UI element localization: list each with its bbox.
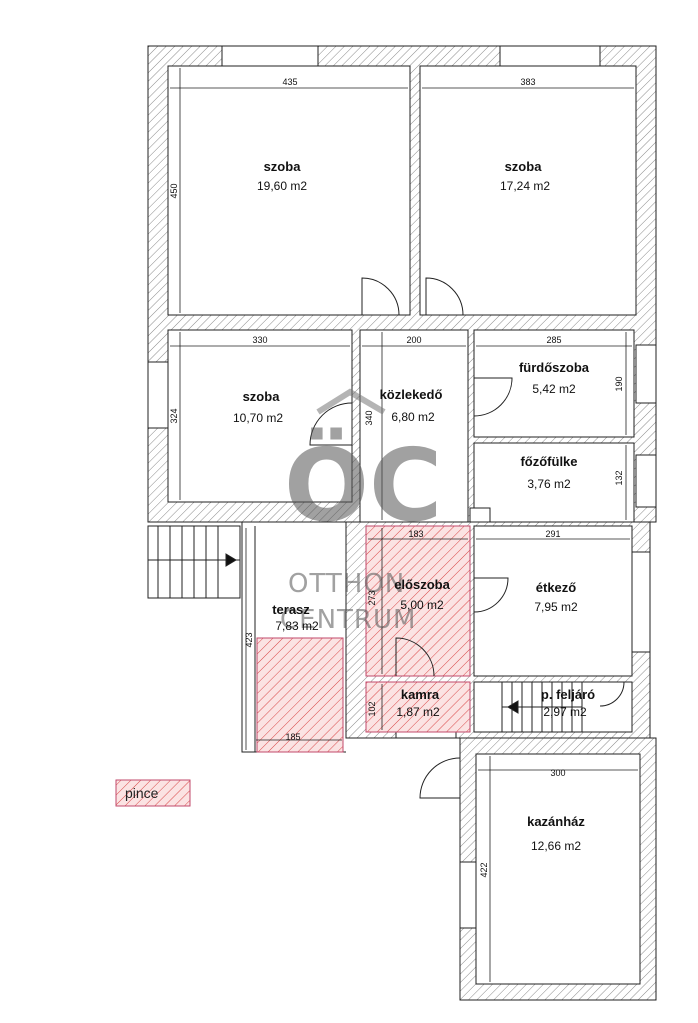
watermark-line2: CENTRUM (280, 605, 416, 635)
room-feljaro-name: p. feljáró (541, 687, 595, 702)
dim-kozlekedo-w: 200 (406, 335, 421, 345)
room-eloszoba-area: 5,00 m2 (400, 598, 444, 612)
room-kamra-name: kamra (401, 687, 440, 702)
room-szoba1-name: szoba (264, 159, 302, 174)
room-furdoszoba-area: 5,42 m2 (532, 382, 576, 396)
room-szoba3-name: szoba (243, 389, 281, 404)
room-szoba2-area: 17,24 m2 (500, 179, 550, 193)
room-furdoszoba-name: fürdőszoba (519, 360, 590, 375)
watermark-letters: ÖC (284, 427, 442, 544)
dimension-lines (170, 68, 638, 982)
dim-szoba3-h: 324 (169, 408, 179, 423)
walls (147, 45, 657, 1001)
stairs-feljaro (501, 682, 583, 732)
room-kazanhaz-area: 12,66 m2 (531, 839, 581, 853)
dim-szoba1-w: 435 (282, 77, 297, 87)
dim-furdoszoba-w: 285 (546, 335, 561, 345)
room-feljaro-area: 2,97 m2 (543, 705, 587, 719)
dim-etkezo-w: 291 (545, 529, 560, 539)
watermark-line1: OTTHON (288, 569, 405, 599)
room-fozofulke-name: főzőfülke (520, 454, 577, 469)
dim-eloszoba-w: 183 (408, 529, 423, 539)
dim-furdoszoba-h: 190 (614, 376, 624, 391)
dim-kozlekedo-h: 340 (364, 410, 374, 425)
room-szoba3-area: 10,70 m2 (233, 411, 283, 425)
doors (309, 277, 625, 799)
room-kozlekedo-area: 6,80 m2 (391, 410, 435, 424)
dimension-labels: 435 383 450 330 200 285 324 340 190 132 … (169, 77, 624, 878)
watermark: ÖC OTTHON CENTRUM (280, 388, 442, 635)
room-kazanhaz-name: kazánház (527, 814, 585, 829)
dim-kazanhaz-h: 422 (479, 862, 489, 877)
room-etkezo-area: 7,95 m2 (534, 600, 578, 614)
dim-kazanhaz-w: 300 (550, 768, 565, 778)
room-terasz-name: terasz (272, 602, 310, 617)
dim-szoba2-w: 383 (520, 77, 535, 87)
room-etkezo-name: étkező (536, 580, 577, 595)
room-labels: szoba 19,60 m2 szoba 17,24 m2 szoba 10,7… (233, 159, 595, 853)
legend-label-pince: pince (125, 785, 159, 801)
dim-terasz-h: 423 (244, 632, 254, 647)
dim-eloszoba-h: 273 (367, 590, 377, 605)
dim-szoba1-h: 450 (169, 183, 179, 198)
dim-kamra-h: 102 (367, 701, 377, 716)
stairs-exterior (147, 525, 241, 599)
room-szoba2-name: szoba (505, 159, 543, 174)
dim-fozofulke-h: 132 (614, 470, 624, 485)
dim-szoba3-w: 330 (252, 335, 267, 345)
room-terasz-area: 7,83 m2 (275, 619, 319, 633)
room-kamra-area: 1,87 m2 (396, 705, 440, 719)
dim-terasz-w: 185 (285, 732, 300, 742)
room-fozofulke-area: 3,76 m2 (527, 477, 571, 491)
room-kozlekedo-name: közlekedő (380, 387, 443, 402)
legend: pince (115, 779, 191, 807)
pince-areas (256, 525, 471, 753)
room-eloszoba-name: előszoba (394, 577, 450, 592)
legend-swatch-pince (115, 779, 191, 807)
room-szoba1-area: 19,60 m2 (257, 179, 307, 193)
